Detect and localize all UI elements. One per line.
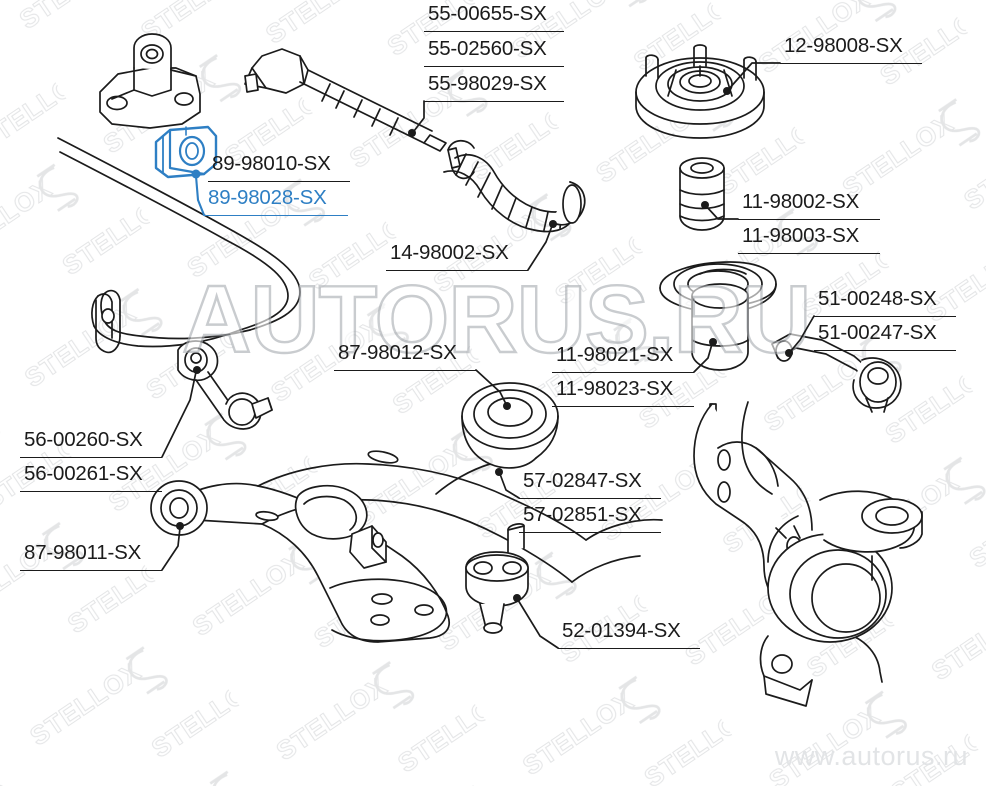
- part-number-label: 11-98021-SX: [556, 343, 674, 366]
- label-underline: [814, 350, 956, 351]
- part-stabilizer-bar-bracket: [99, 33, 201, 129]
- part-number-label: 56-00260-SX: [24, 428, 143, 451]
- part-number-label: 51-00247-SX: [818, 321, 937, 344]
- label-underline: [424, 31, 564, 32]
- part-number-label: 52-01394-SX: [562, 619, 681, 642]
- leader-51-00248: [789, 315, 815, 353]
- label-underline: [558, 648, 700, 649]
- leader-87-98011: [161, 527, 181, 571]
- part-inner-tie-rod: [244, 48, 447, 152]
- part-number-label: 14-98002-SX: [390, 241, 509, 264]
- label-underline: [208, 181, 350, 182]
- part-stabilizer-bar-bushing: [154, 125, 218, 179]
- leader-14-98002: [527, 225, 553, 271]
- leader-11-98021: [693, 343, 713, 373]
- leader-89-98028: [194, 174, 206, 217]
- part-number-label: 89-98010-SX: [212, 152, 331, 175]
- part-number-label: 12-98008-SX: [784, 34, 903, 57]
- part-number-label: 87-98012-SX: [338, 341, 457, 364]
- leader-11-98002: [705, 205, 739, 220]
- part-steering-rack-boot: [443, 139, 586, 233]
- label-underline: [519, 532, 661, 533]
- part-number-label: 56-00261-SX: [24, 462, 143, 485]
- label-underline: [780, 63, 922, 64]
- part-strut-top-mount: [635, 44, 765, 139]
- part-number-label: 89-98028-SX: [208, 186, 327, 209]
- label-underline: [424, 101, 564, 102]
- part-number-label: 57-02847-SX: [523, 469, 642, 492]
- leader-55: [413, 100, 425, 132]
- part-number-label: 57-02851-SX: [523, 503, 642, 526]
- part-number-label: 55-98029-SX: [428, 72, 547, 95]
- footer-watermark: www.autorus.ru: [774, 741, 968, 771]
- label-underline: [552, 406, 694, 407]
- part-stabilizer-bar: [57, 137, 301, 354]
- part-number-label: 51-00248-SX: [818, 287, 937, 310]
- part-number-label: 11-98003-SX: [742, 224, 860, 247]
- label-underline: [20, 491, 162, 492]
- svg-text:AUTORUS.RU: AUTORUS.RU: [182, 266, 810, 373]
- label-underline: [738, 253, 880, 254]
- label-underline: [20, 570, 162, 571]
- label-underline: [738, 219, 880, 220]
- leader-87-98012: [475, 369, 507, 405]
- part-number-label: 11-98023-SX: [556, 377, 674, 400]
- leader-57-02847: [499, 473, 520, 499]
- part-number-label: 55-00655-SX: [428, 2, 547, 25]
- part-steering-knuckle: [693, 401, 923, 707]
- leader-52-01394: [517, 599, 559, 649]
- part-number-label: 11-98002-SX: [742, 190, 860, 213]
- part-stabilizer-link: [177, 340, 273, 430]
- part-front-lower-control-arm: [150, 382, 663, 643]
- leader-56-00260: [161, 371, 197, 458]
- label-underline: [519, 498, 661, 499]
- label-underline: [424, 66, 564, 67]
- label-underline: [814, 316, 956, 317]
- part-outer-tie-rod-end: [771, 333, 902, 413]
- label-underline: [552, 372, 694, 373]
- part-number-label: 55-02560-SX: [428, 37, 547, 60]
- label-underline: [20, 457, 162, 458]
- leader-12-98008: [727, 62, 781, 91]
- part-lower-ball-joint: [465, 523, 529, 634]
- part-number-label: 87-98011-SX: [24, 541, 142, 564]
- part-spring-seat: [659, 261, 777, 371]
- label-underline: [334, 370, 476, 371]
- label-underline: [386, 270, 528, 271]
- label-underline: [204, 215, 348, 216]
